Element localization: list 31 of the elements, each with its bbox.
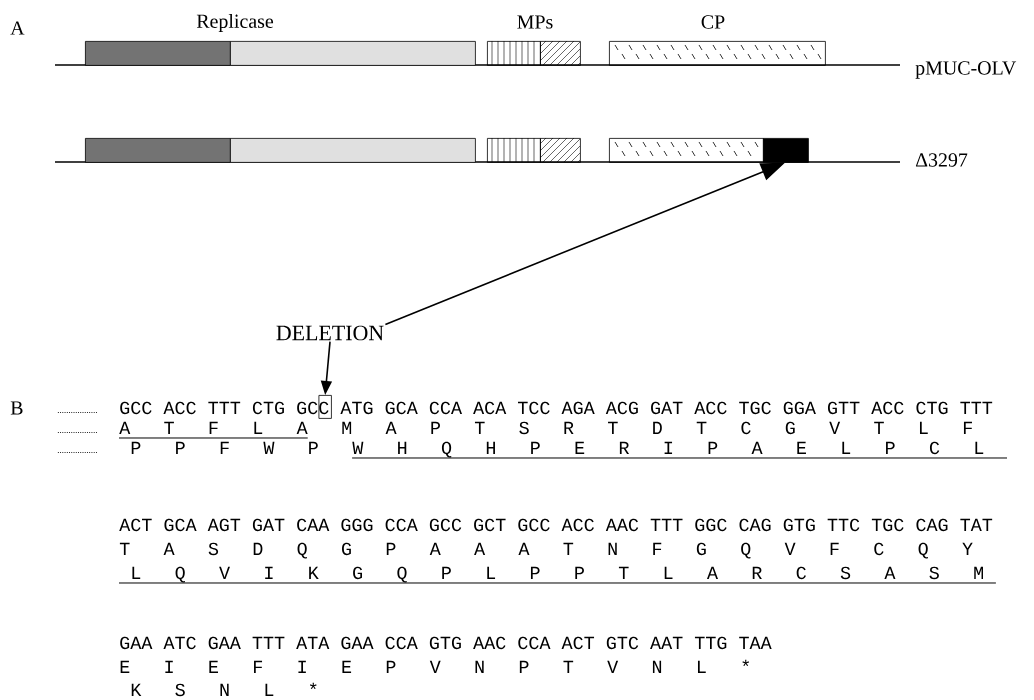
nucleotide-sequence: GCC ACC TTT CTG GCC ATG GCA CCA ACA TCC AGA ACG GAT ACC TGC GGA GTT ACC CTG TTT bbox=[120, 401, 993, 415]
movement-protein-box bbox=[539, 40, 581, 66]
movement-protein-box bbox=[487, 40, 541, 66]
replicase-box bbox=[85, 41, 231, 66]
dotted-text: .................. bbox=[57, 432, 97, 434]
amino-acid-sequence: M A P T S R T D T C G V T L F bbox=[342, 421, 972, 435]
movement-protein-box bbox=[487, 137, 541, 163]
coat-protein-box bbox=[609, 138, 764, 163]
construct-label: pMUC-OLV bbox=[915, 61, 1017, 79]
construct-label: Δ3297 bbox=[915, 153, 968, 167]
panel-letter: B bbox=[10, 401, 23, 415]
replicase-box bbox=[230, 138, 476, 163]
gene-label: MPs bbox=[517, 15, 553, 29]
gene-label: Replicase bbox=[196, 13, 274, 32]
dotted-text: .................. bbox=[57, 412, 97, 414]
panel-letter: A bbox=[10, 21, 25, 35]
amino-acid-sequence: E I E F I E P V N P T V N L * bbox=[120, 659, 750, 673]
amino-acid-sequence: T A S D Q G P A A A T N F G Q V F C Q Y bbox=[119, 542, 973, 559]
dotted-text: .................. bbox=[57, 452, 97, 454]
nucleotide-sequence: ACT GCA AGT GAT CAA GGG CCA GCC GCT GCC ACC AAC TTT GGC CAG GTG TTC TGC CAG TAT bbox=[119, 518, 993, 532]
nucleotide-sequence: GAA ATC GAA TTT ATA GAA CCA GTG AAC CCA ACT GTC AAT TTG TAA bbox=[120, 636, 772, 650]
amino-acid-sequence: A T F L A bbox=[119, 421, 308, 434]
amino-acid-sequence: L Q V I K G Q P L P P T L A R C S A S M bbox=[132, 566, 983, 583]
amino-acid-sequence: P P F W P bbox=[131, 441, 318, 454]
amino-acid-sequence: K S N L * bbox=[131, 682, 317, 697]
movement-protein-box bbox=[539, 137, 581, 163]
coat-protein-box bbox=[609, 41, 826, 66]
callout-text: DELETION bbox=[276, 325, 384, 341]
replicase-box bbox=[85, 138, 231, 163]
replicase-box bbox=[230, 41, 476, 66]
amino-acid-sequence: W H Q H P E R I P A E L P C L bbox=[352, 441, 984, 458]
